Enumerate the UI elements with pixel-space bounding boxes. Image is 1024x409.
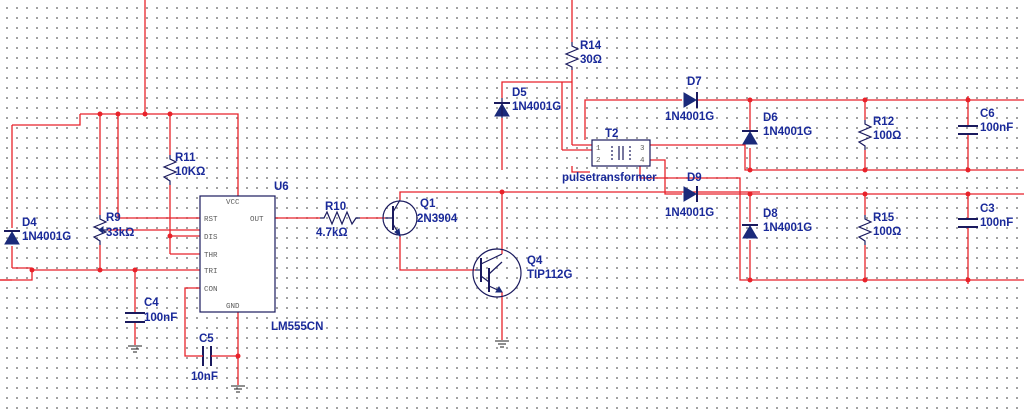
ground-icon	[128, 345, 142, 353]
r14-ref: R14	[580, 40, 602, 52]
r10-ref: R10	[325, 201, 346, 213]
d9-ref: D9	[687, 172, 702, 184]
r15-ref: R15	[873, 212, 895, 224]
u6-pin-tri: TRI	[204, 268, 218, 276]
u6-pin-rst: RST	[204, 216, 218, 224]
d9-value: 1N4001G	[665, 207, 714, 219]
d4-ref: D4	[22, 217, 37, 229]
r10-value: 4.7kΩ	[316, 227, 348, 239]
r11-value: 10KΩ	[175, 166, 205, 178]
r9-ref: R9	[106, 212, 121, 224]
resistor-r14[interactable]	[564, 42, 580, 70]
ic-u6[interactable]: VCC RST OUT DIS THR TRI CON GND	[199, 195, 276, 313]
t2-value: pulsetransformer	[562, 172, 657, 184]
u6-pin-dis: DIS	[204, 234, 218, 242]
r14-value: 30Ω	[580, 54, 602, 66]
ground-icon	[231, 385, 245, 393]
c6-value: 100nF	[980, 122, 1013, 134]
resistor-r12[interactable]	[857, 120, 873, 150]
capacitor-c3[interactable]	[958, 218, 978, 228]
q1-value: 2N3904	[417, 213, 458, 225]
capacitor-c5[interactable]	[198, 346, 216, 366]
r9-value: 33kΩ	[106, 227, 134, 239]
d5-ref: D5	[512, 87, 527, 99]
u6-pin-thr: THR	[204, 252, 218, 260]
diode-d4[interactable]	[4, 230, 20, 245]
c5-ref: C5	[199, 333, 214, 345]
u6-pin-gnd: GND	[226, 303, 240, 311]
diode-d6[interactable]	[742, 130, 758, 145]
ground-icon	[495, 340, 509, 348]
d5-value: 1N4001G	[512, 101, 561, 113]
diode-d9[interactable]	[683, 186, 698, 202]
r12-ref: R12	[873, 116, 894, 128]
u6-ref: U6	[274, 181, 289, 193]
svg-text:4: 4	[640, 157, 645, 165]
resistor-r11[interactable]	[162, 155, 178, 185]
diode-d8[interactable]	[742, 224, 758, 239]
r12-value: 100Ω	[873, 130, 901, 142]
u6-pin-out: OUT	[250, 216, 264, 224]
u6-pin-con: CON	[204, 286, 218, 294]
wires	[0, 0, 1024, 385]
transistor-q1[interactable]	[382, 199, 418, 238]
diode-d5[interactable]	[494, 98, 510, 118]
r11-ref: R11	[175, 152, 196, 164]
resistor-r9[interactable]	[92, 215, 108, 245]
u6-pin-vcc: VCC	[226, 199, 240, 207]
d4-value: 1N4001G	[22, 231, 71, 243]
resistor-r15[interactable]	[857, 215, 873, 245]
q1-ref: Q1	[420, 198, 436, 210]
d8-value: 1N4001G	[763, 222, 812, 234]
c4-value: 100nF	[144, 312, 177, 324]
t2-ref: T2	[605, 128, 618, 140]
c3-ref: C3	[980, 203, 995, 215]
c3-value: 100nF	[980, 217, 1013, 229]
c5-value: 10nF	[191, 371, 218, 383]
d6-ref: D6	[763, 112, 778, 124]
c4-ref: C4	[144, 297, 159, 309]
c6-ref: C6	[980, 108, 995, 120]
q4-value: TIP112G	[527, 269, 572, 281]
capacitor-c6[interactable]	[958, 125, 978, 135]
diode-d7[interactable]	[683, 92, 698, 108]
d8-ref: D8	[763, 208, 778, 220]
capacitor-c4[interactable]	[125, 312, 145, 323]
r15-value: 100Ω	[873, 226, 901, 238]
d7-value: 1N4001G	[665, 111, 714, 123]
u6-value: LM555CN	[271, 321, 323, 333]
junctions	[29, 97, 971, 359]
d6-value: 1N4001G	[763, 126, 812, 138]
svg-text:3: 3	[640, 145, 645, 153]
svg-text:2: 2	[596, 157, 601, 165]
d7-ref: D7	[687, 76, 702, 88]
q4-ref: Q4	[527, 255, 543, 267]
transformer-t2[interactable]: 1 2 3 4	[591, 139, 651, 167]
svg-text:1: 1	[596, 145, 601, 153]
transistor-q4[interactable]	[472, 248, 522, 298]
resistor-r10[interactable]	[320, 210, 360, 226]
